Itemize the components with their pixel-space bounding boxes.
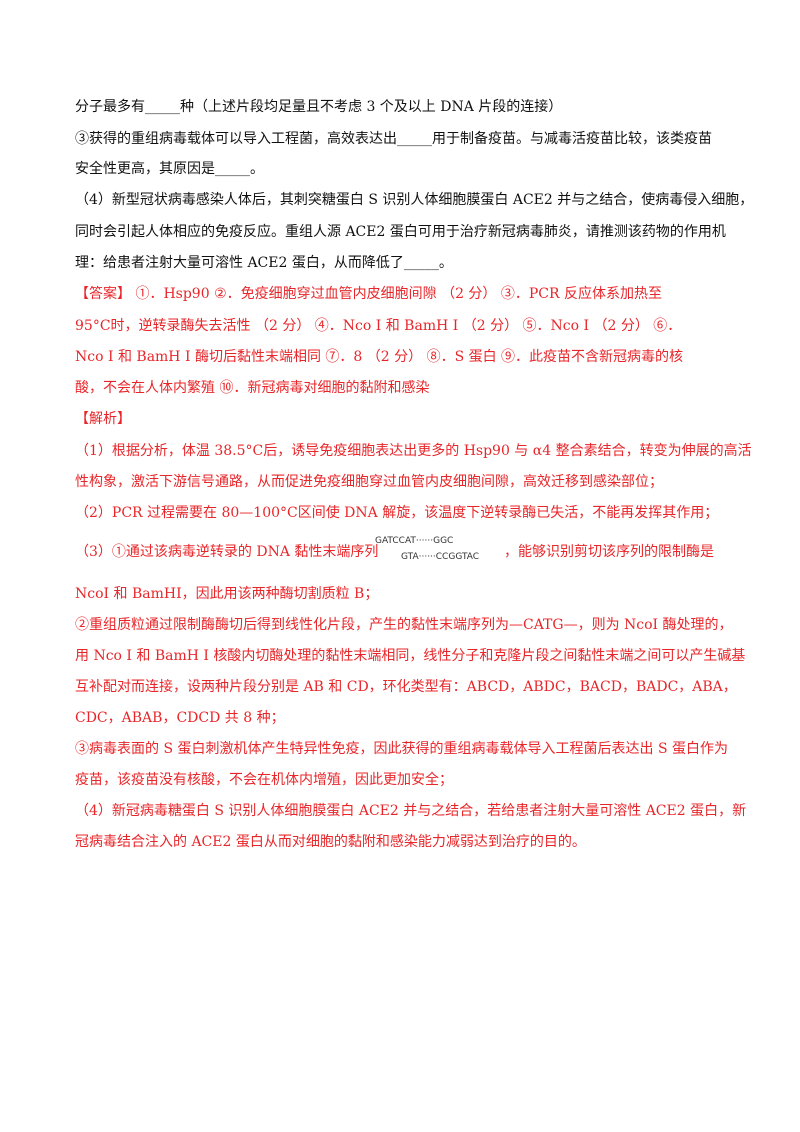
- answer-line-2: 95°C时，逆转录酶失去活性 （2 分） ④．Nco I 和 BamH I （2…: [75, 318, 682, 334]
- analysis-line-13: 冠病毒结合注入的 ACE2 蛋白从而对细胞的黏附和感染能力减弱达到治疗的目的。: [75, 834, 586, 850]
- answer-line-1: 【答案】 ①．Hsp90 ②．免疫细胞穿过血管内皮细胞间隙 （2 分） ③．PC…: [75, 286, 662, 302]
- question-line-6: 理：给患者注射大量可溶性 ACE2 蛋白，从而降低了_____。: [75, 255, 453, 271]
- analysis-line-7: 用 Nco I 和 BamH I 核酸内切酶处理的黏性末端相同，线性分子和克隆片…: [75, 648, 746, 664]
- analysis-line-1: （1）根据分析，体温 38.5°C后，诱导免疫细胞表达出更多的 Hsp90 与 …: [75, 443, 752, 459]
- answer-line-4: 酸，不会在人体内繁殖 ⑩．新冠病毒对细胞的黏附和感染: [75, 380, 430, 396]
- question-line-1: 分子最多有_____种（上述片段均足量且不考虑 3 个及以上 DNA 片段的连接…: [75, 99, 563, 115]
- analysis-line-4b: ，能够识别剪切该序列的限制酶是: [504, 544, 714, 560]
- question-line-3: 安全性更高，其原因是_____。: [75, 161, 264, 177]
- analysis-line-8: 互补配对而连接，设两种片段分别是 AB 和 CD，环化类型有：ABCD，ABDC…: [75, 679, 737, 695]
- analysis-heading: 【解析】: [75, 411, 131, 427]
- dna-sequence-figure: GATCCAT······GGC GTA······CCGGTAC: [375, 536, 495, 568]
- question-line-4: （4）新型冠状病毒感染人体后，其刺突糖蛋白 S 识别人体细胞膜蛋白 ACE2 并…: [75, 192, 754, 208]
- analysis-line-3: （2）PCR 过程需要在 80—100°C区间使 DNA 解旋，该温度下逆转录酶…: [75, 505, 719, 521]
- analysis-line-2: 性构象，激活下游信号通路，从而促进免疫细胞穿过血管内皮细胞间隙，高效迁移到感染部…: [75, 474, 663, 490]
- analysis-line-9: CDC，ABAB，CDCD 共 8 种；: [75, 710, 285, 726]
- analysis-line-10: ③病毒表面的 S 蛋白刺激机体产生特异性免疫，因此获得的重组病毒载体导入工程菌后…: [75, 741, 728, 757]
- analysis-line-12: （4）新冠病毒糖蛋白 S 识别人体细胞膜蛋白 ACE2 并与之结合，若给患者注射…: [75, 803, 747, 819]
- analysis-line-11: 疫苗，该疫苗没有核酸，不会在机体内增殖，因此更加安全；: [75, 772, 453, 788]
- dna-sequence-top: GATCCAT······GGC: [375, 536, 454, 546]
- analysis-line-5: NcoI 和 BamHI，因此用该两种酶切割质粒 B；: [75, 586, 379, 602]
- answer-line-3: Nco I 和 BamH I 酶切后黏性末端相同 ⑦．8 （2 分） ⑧．S 蛋…: [75, 349, 684, 365]
- question-line-5: 同时会引起人体相应的免疫反应。重组人源 ACE2 蛋白可用于治疗新冠病毒肺炎，请…: [75, 224, 726, 240]
- analysis-line-6: ②重组质粒通过限制酶酶切后得到线性化片段，产生的黏性末端序列为—CATG—，则为…: [75, 617, 733, 633]
- question-line-2: ③获得的重组病毒载体可以导入工程菌，高效表达出_____用于制备疫苗。与减毒活疫…: [75, 131, 712, 147]
- dna-sequence-bottom: GTA······CCGGTAC: [401, 552, 480, 562]
- analysis-line-4a: （3）①通过该病毒逆转录的 DNA 黏性末端序列: [75, 544, 379, 560]
